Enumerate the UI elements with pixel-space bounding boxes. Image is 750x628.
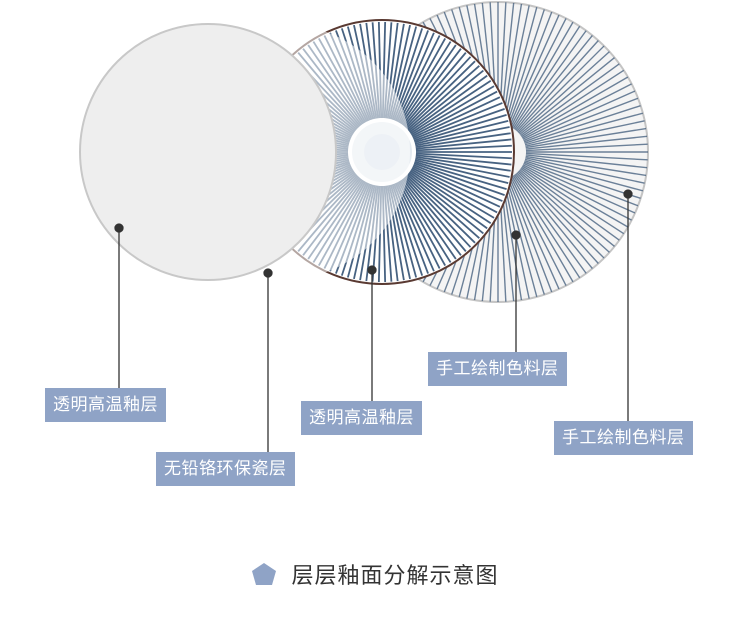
label-striped-body: 透明高温釉层: [301, 401, 422, 435]
label-striped-pigment: 手工绘制色料层: [428, 352, 567, 386]
marker-back-pigment: [623, 189, 633, 199]
label-front-glaze: 透明高温釉层: [45, 388, 166, 422]
pentagon-icon: [252, 563, 277, 585]
front-glaze-plate: [79, 23, 337, 281]
marker-front-glaze: [114, 223, 124, 233]
label-back-pigment: 手工绘制色料层: [554, 421, 693, 455]
diagram-caption: 层层釉面分解示意图: [0, 558, 750, 590]
marker-striped-body: [367, 265, 377, 275]
marker-striped-pigment: [511, 230, 521, 240]
caption-text: 层层釉面分解示意图: [291, 564, 499, 589]
marker-porcelain: [263, 268, 273, 278]
label-porcelain: 无铅铬环保瓷层: [156, 452, 295, 486]
